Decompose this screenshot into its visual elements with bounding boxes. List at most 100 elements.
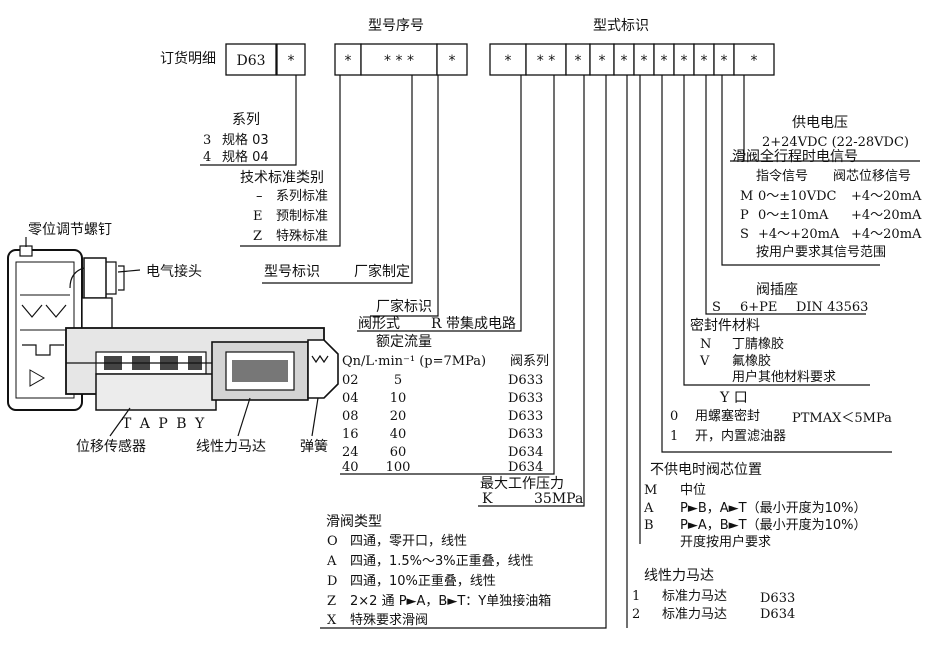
tech-std-block: 技术标准类别 – 系列标准 E 预制标准 Z 特殊标准	[240, 170, 328, 244]
y-port-desc: 开，内置滤油器	[695, 428, 786, 444]
flow-row-code: 24	[342, 445, 359, 460]
flow-row-code: 40	[342, 460, 359, 475]
cell-d63: D63	[236, 53, 265, 69]
power-off-desc: P►B，A►T（最小开度为10%）	[680, 500, 866, 516]
flow-title: 额定流量	[376, 334, 432, 350]
motor-block: 线性力马达 1 标准力马达 D633 2 标准力马达 D634	[632, 568, 795, 622]
code-boxes-left: D63 * * * * * *	[225, 43, 468, 76]
cell-tech: *	[345, 53, 352, 69]
y-port-title: Y 口	[719, 390, 748, 406]
max-pressure-value: 35MPa	[534, 491, 583, 507]
serial-title: 型号序号	[368, 18, 424, 34]
cell-valve-form: *	[505, 53, 512, 69]
motor-series: D634	[760, 607, 795, 622]
seal-desc: 氟橡胶	[732, 353, 771, 369]
socket-block: 阀插座 S 6+PE DIN 43563	[712, 282, 868, 315]
flow-row-series: D633	[508, 409, 543, 424]
flow-row-series: D633	[508, 427, 543, 442]
cell-model: * * *	[384, 53, 414, 69]
series-title: 系列	[232, 112, 260, 128]
spring-coil	[311, 354, 329, 364]
spool-code: Z	[327, 594, 336, 609]
flow-table: 额定流量 Qn/L·min⁻¹ (p=7MPa) 阀系列 02 5 D633 0…	[342, 334, 549, 475]
power-off-note: 开度按用户要求	[680, 534, 771, 550]
signal-note: 按用户要求其信号范围	[756, 244, 886, 260]
spool-desc: 2×2 通 P►A，B►T：Y单独接油箱	[350, 593, 551, 609]
max-pressure-title: 最大工作压力	[480, 476, 564, 492]
spring-label: 弹簧	[300, 439, 328, 455]
flow-col-series: 阀系列	[510, 354, 549, 369]
series-name-4: 规格 04	[222, 149, 269, 165]
signal-head-cmd: 指令信号	[756, 169, 808, 184]
series-code-3: 3	[203, 133, 211, 148]
supply-value: 2+24VDC (22-28VDC)	[762, 135, 909, 150]
spool-desc: 特殊要求滑阀	[350, 613, 428, 628]
cell-y-port: *	[661, 53, 668, 69]
motor-code: 1	[632, 589, 640, 604]
series-block: 系列 3 规格 03 4 规格 04	[203, 112, 269, 165]
signal-cmd: 0～±10mA	[758, 208, 829, 223]
flow-row-value: 5	[394, 373, 402, 388]
tech-std-name-1: 预制标准	[276, 209, 328, 224]
flow-row-value: 10	[390, 391, 407, 406]
power-off-code: M	[644, 483, 657, 498]
signal-pos: +4～20mA	[851, 208, 922, 223]
flow-row-value: 40	[390, 427, 407, 442]
power-off-title: 不供电时阀芯位置	[650, 462, 762, 478]
flow-row-code: 02	[342, 373, 359, 388]
supply-block: 供电电压 2+24VDC (22-28VDC)	[762, 115, 909, 150]
flow-row-series: D634	[508, 445, 543, 460]
sensor-label: 位移传感器	[76, 438, 146, 455]
signal-code: P	[740, 208, 749, 223]
cell-series: *	[288, 53, 295, 69]
socket-value: 6+PE	[740, 300, 777, 315]
zero-screw-label: 零位调节螺钉	[28, 222, 112, 238]
motor-title: 线性力马达	[644, 568, 714, 584]
power-off-code: B	[644, 518, 654, 533]
power-off-desc: 中位	[680, 483, 706, 498]
flow-row-series: D633	[508, 373, 543, 388]
seal-note: 用户其他材料要求	[732, 369, 836, 385]
spool-code: X	[327, 613, 337, 628]
valve-form-desc: 带集成电路	[446, 315, 516, 332]
series-code-4: 4	[203, 150, 211, 165]
seal-code: N	[700, 337, 711, 352]
zero-adjust-screw	[19, 245, 33, 257]
connector-body	[83, 257, 107, 299]
cell-signal: *	[721, 53, 728, 69]
order-label: 订货明细	[160, 50, 216, 67]
power-off-block: 不供电时阀芯位置 M 中位 A P►B，A►T（最小开度为10%） B P►A，…	[643, 462, 866, 550]
flow-rows: 02 5 D633 04 10 D633 08 20 D633 16 40 D6…	[342, 373, 543, 475]
motor-name: 标准力马达	[662, 607, 727, 622]
max-pressure-code: K	[482, 491, 493, 507]
flow-col-q: Qn/L·min⁻¹ (p=7MPa)	[342, 354, 486, 369]
signal-pos: +4～20mA	[851, 189, 922, 204]
flow-row-series: D633	[508, 391, 543, 406]
cell-pressure: *	[575, 53, 582, 69]
signal-head-pos: 阀芯位移信号	[833, 169, 911, 184]
signal-pos: +4～20mA	[851, 227, 922, 242]
cell-socket: *	[701, 53, 708, 69]
tech-std-title: 技术标准类别	[240, 170, 324, 186]
seal-code: V	[699, 354, 710, 369]
signal-cmd: 0～±10VDC	[758, 189, 837, 204]
spool-code: D	[327, 574, 337, 589]
leader-lines	[200, 75, 920, 629]
spool-code: O	[327, 534, 338, 549]
motor-name: 标准力马达	[662, 589, 727, 604]
y-port-extra: PTMAX＜5MPa	[792, 411, 892, 426]
cell-factory: *	[449, 53, 456, 69]
cell-seal: *	[681, 53, 688, 69]
flow-row-value: 20	[390, 409, 407, 424]
spool-desc: 四通，零开口，线性	[350, 534, 467, 549]
signal-code: M	[740, 189, 753, 204]
seal-title: 密封件材料	[690, 317, 760, 334]
model-id-label: 型号标识	[264, 264, 320, 280]
flow-row-code: 04	[342, 391, 359, 406]
factory-id-label: 厂家标识	[376, 298, 432, 315]
tech-std-code-2: Z	[253, 229, 262, 244]
signal-cmd: +4～+20mA	[758, 227, 840, 242]
flow-row-series: D634	[508, 460, 543, 475]
cell-motor: *	[621, 53, 628, 69]
supply-title: 供电电压	[792, 115, 848, 131]
